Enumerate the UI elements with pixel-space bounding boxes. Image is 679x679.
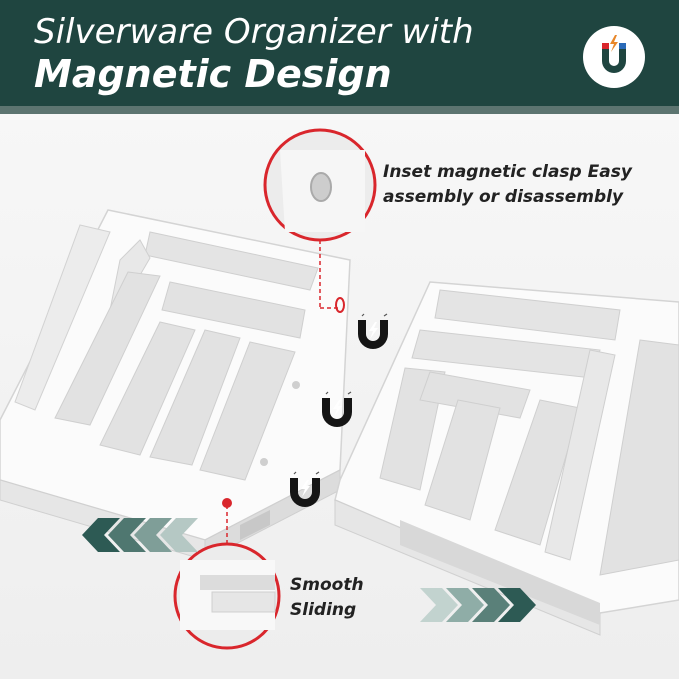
smooth-sliding-caption: Smooth Sliding [290, 575, 364, 620]
magnet-icon [583, 26, 645, 88]
sliding-rail-zoom [173, 498, 281, 650]
chevron-right-icon [420, 588, 536, 622]
magnetic-clasp-caption: Inset magnetic clasp Easy assembly or di… [383, 162, 632, 207]
page-title-line1: Silverware Organizer with [34, 12, 474, 52]
page-title-line2: Magnetic Design [34, 52, 392, 96]
chevron-left-icon [82, 518, 198, 552]
header-banner [0, 0, 679, 106]
left-organizer-tray [0, 209, 351, 561]
right-organizer-tray [334, 281, 679, 636]
magnet-icon [290, 471, 320, 507]
magnet-icon [358, 313, 388, 349]
magnet-icon [322, 391, 352, 427]
header-strip [0, 106, 679, 114]
magnetic-clasp-zoom [263, 128, 377, 313]
